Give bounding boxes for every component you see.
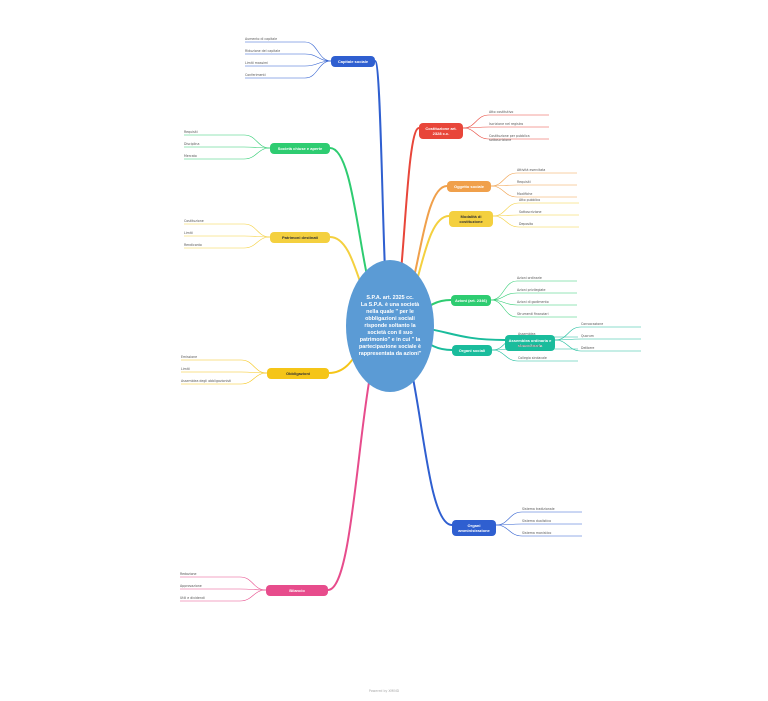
subtopic-oggetto[interactable]: Attività esercitata bbox=[517, 168, 546, 172]
footer-credit: Powered by XMIND bbox=[368, 689, 400, 693]
subtopic-green[interactable]: Mercato bbox=[184, 154, 197, 158]
central-topic[interactable]: S.P.A. art. 2325 cc. La S.P.A. è una soc… bbox=[346, 260, 434, 392]
branch-topic-pink[interactable]: Bilancio bbox=[266, 585, 328, 596]
branch-topic-label: Assemblea ordinaria e straordinaria bbox=[508, 338, 552, 348]
leaf-connector bbox=[240, 359, 268, 374]
subtopic-azioni[interactable]: Azioni di godimento bbox=[517, 300, 549, 304]
leaf-connector bbox=[240, 372, 268, 385]
subtopic-capitale[interactable]: Conferimenti bbox=[245, 73, 266, 77]
subtopic-oggetto[interactable]: Requisiti bbox=[517, 180, 531, 184]
leaf-connector bbox=[495, 511, 523, 526]
branch-topic-label: Società chiuse e aperte bbox=[277, 146, 323, 151]
branch-topic-label: Organi amministrazione bbox=[458, 523, 490, 533]
subtopic-amministrazione[interactable]: Sistema dualistico bbox=[522, 519, 552, 523]
leaf-connector bbox=[243, 147, 271, 160]
branch-topic-costituzione[interactable]: Costituzione art. 2328 c.c. bbox=[419, 123, 463, 139]
branch-topic-gold[interactable]: Obbligazioni bbox=[267, 368, 329, 379]
branch-topic-amministrazione[interactable]: Organi amministrazione bbox=[452, 520, 496, 536]
subtopic-organi[interactable]: Amministratori bbox=[518, 344, 542, 348]
branch-topic-label: Capitale sociale bbox=[337, 59, 369, 64]
leaf-connector bbox=[490, 299, 518, 318]
subtopic-oggetto[interactable]: Modifiche bbox=[517, 192, 533, 196]
leaf-connector bbox=[495, 524, 523, 537]
leaf-connector bbox=[554, 326, 582, 341]
leaf-connector bbox=[462, 127, 490, 140]
branch-topic-green[interactable]: Società chiuse e aperte bbox=[270, 143, 330, 154]
branch-topic-assemblea[interactable]: Assemblea ordinaria e straordinaria bbox=[505, 335, 555, 351]
branch-topic-label: Obbligazioni bbox=[286, 371, 310, 376]
subtopic-green[interactable]: Requisiti bbox=[184, 130, 198, 134]
branch-topic-label: Modalità di costituzione bbox=[459, 214, 483, 224]
subtopic-yellow[interactable]: Rendiconto bbox=[184, 243, 202, 247]
subtopic-amministrazione[interactable]: Sistema monistico bbox=[522, 531, 552, 535]
subtopic-azioni[interactable]: Azioni ordinarie bbox=[517, 276, 542, 280]
subtopic-pink[interactable]: Approvazione bbox=[180, 584, 202, 588]
subtopic-organi[interactable]: Collegio sindacale bbox=[518, 356, 547, 360]
branch-topic-label: Oggetto sociale bbox=[453, 184, 484, 189]
subtopic-costituzione[interactable]: Costituzione per pubblica sottoscrizione bbox=[489, 134, 530, 142]
subtopic-gold[interactable]: Emissione bbox=[181, 355, 198, 359]
subtopic-pink[interactable]: Utili e dividendi bbox=[180, 596, 205, 600]
leaf-connector bbox=[304, 60, 332, 79]
subtopic-pink[interactable]: Redazione bbox=[180, 572, 197, 576]
subtopic-organi[interactable]: Assemblea bbox=[518, 332, 536, 336]
branch-topic-yellow[interactable]: Patrimoni destinati bbox=[270, 232, 330, 243]
branch-topic-organi[interactable]: Organi sociali bbox=[452, 345, 492, 356]
subtopic-yellow[interactable]: Costituzione bbox=[184, 219, 204, 223]
leaf-connector bbox=[462, 114, 490, 129]
leaf-connector bbox=[490, 172, 518, 187]
subtopic-capitale[interactable]: Aumento di capitale bbox=[245, 37, 278, 41]
subtopic-yellow[interactable]: Limiti bbox=[184, 231, 193, 235]
subtopic-assemblea[interactable]: Delibere bbox=[581, 346, 595, 350]
leaf-connector bbox=[243, 236, 271, 249]
subtopic-amministrazione[interactable]: Sistema tradizionale bbox=[522, 507, 555, 511]
branch-topic-label: Bilancio bbox=[289, 588, 305, 593]
branch-topic-label: Azioni (art. 2346) bbox=[454, 298, 487, 303]
subtopic-forma[interactable]: Atto pubblico bbox=[519, 198, 541, 202]
subtopic-forma[interactable]: Sottoscrizione bbox=[519, 210, 542, 214]
subtopic-gold[interactable]: Assemblea degli obbligazionisti bbox=[181, 379, 232, 383]
leaf-connector bbox=[304, 41, 332, 62]
leaf-connector bbox=[243, 223, 271, 238]
leaf-connector bbox=[304, 53, 332, 62]
subtopic-costituzione[interactable]: Atto costitutivo bbox=[489, 110, 514, 114]
branch-topic-forma[interactable]: Modalità di costituzione bbox=[449, 211, 493, 227]
leaf-connector bbox=[490, 292, 518, 301]
subtopic-assemblea[interactable]: Quorum bbox=[581, 334, 594, 338]
subtopic-assemblea[interactable]: Convocazione bbox=[581, 322, 604, 326]
subtopic-gold[interactable]: Limiti bbox=[181, 367, 190, 371]
leaf-connector bbox=[491, 349, 519, 362]
subtopic-forma[interactable]: Deposito bbox=[519, 222, 534, 226]
subtopic-costituzione[interactable]: Iscrizione nel registro bbox=[489, 122, 524, 126]
subtopic-azioni[interactable]: Strumenti finanziari bbox=[517, 312, 549, 316]
leaf-connector bbox=[490, 280, 518, 301]
branch-topic-oggetto[interactable]: Oggetto sociale bbox=[447, 181, 491, 192]
branch-topic-label: Costituzione art. 2328 c.c. bbox=[425, 126, 457, 136]
leaf-connector bbox=[490, 185, 518, 198]
leaf-connector bbox=[554, 339, 582, 352]
branch-topic-label: Patrimoni destinati bbox=[281, 235, 318, 240]
leaf-connector bbox=[239, 576, 267, 591]
leaf-connector bbox=[243, 134, 271, 149]
subtopic-green[interactable]: Disciplina bbox=[184, 142, 200, 146]
leaf-connector bbox=[492, 215, 520, 228]
branch-topic-azioni[interactable]: Azioni (art. 2346) bbox=[451, 295, 491, 306]
subtopic-capitale[interactable]: Limiti massimi bbox=[245, 61, 269, 65]
central-topic-text: S.P.A. art. 2325 cc. La S.P.A. è una soc… bbox=[358, 294, 422, 357]
leaf-connector bbox=[239, 589, 267, 602]
branch-topic-label: Organi sociali bbox=[458, 348, 486, 353]
branch-topic-capitale[interactable]: Capitale sociale bbox=[331, 56, 375, 67]
leaf-connector bbox=[492, 202, 520, 217]
subtopic-azioni[interactable]: Azioni privilegiate bbox=[517, 288, 546, 292]
subtopic-capitale[interactable]: Riduzione del capitale bbox=[245, 49, 281, 53]
